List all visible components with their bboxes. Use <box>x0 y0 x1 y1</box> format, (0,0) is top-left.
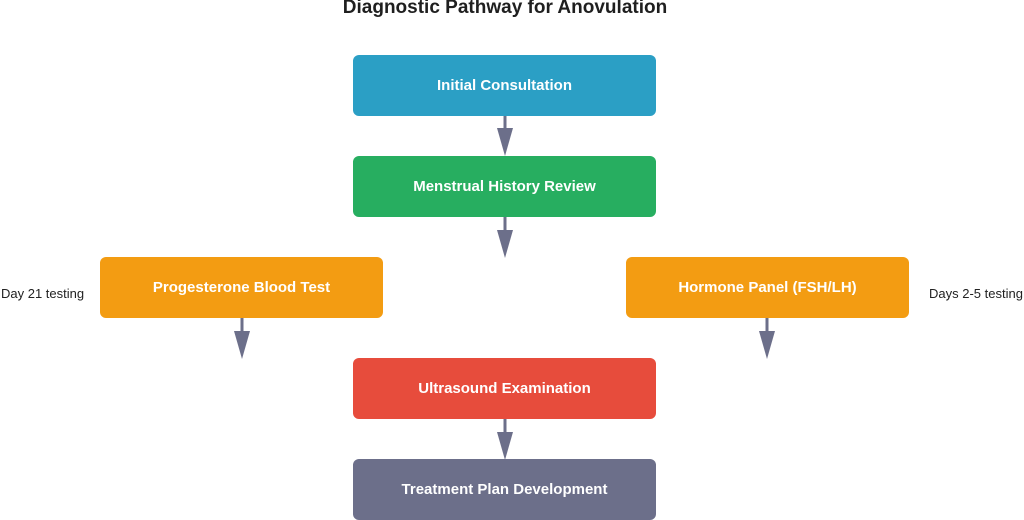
page-title: Diagnostic Pathway for Anovulation <box>342 0 668 18</box>
arrow-ultrasound-to-treatment <box>497 419 513 460</box>
note-progesterone-timing: Day 21 testing <box>1 286 85 301</box>
arrow-hormone-down <box>759 318 775 359</box>
node-menstrual-history-review: Menstrual History Review <box>353 156 656 217</box>
node-ultrasound-examination: Ultrasound Examination <box>353 358 656 419</box>
node-initial-consultation: Initial Consultation <box>353 55 656 116</box>
node-treatment-plan-development: Treatment Plan Development <box>353 459 656 520</box>
arrow-initial-to-history <box>497 116 513 156</box>
arrow-progesterone-down <box>234 318 250 359</box>
note-hormone-timing: Days 2-5 testing <box>929 286 1023 301</box>
node-hormone-panel: Hormone Panel (FSH/LH) <box>626 257 909 318</box>
node-progesterone-blood-test: Progesterone Blood Test <box>100 257 383 318</box>
arrow-history-down <box>497 217 513 258</box>
